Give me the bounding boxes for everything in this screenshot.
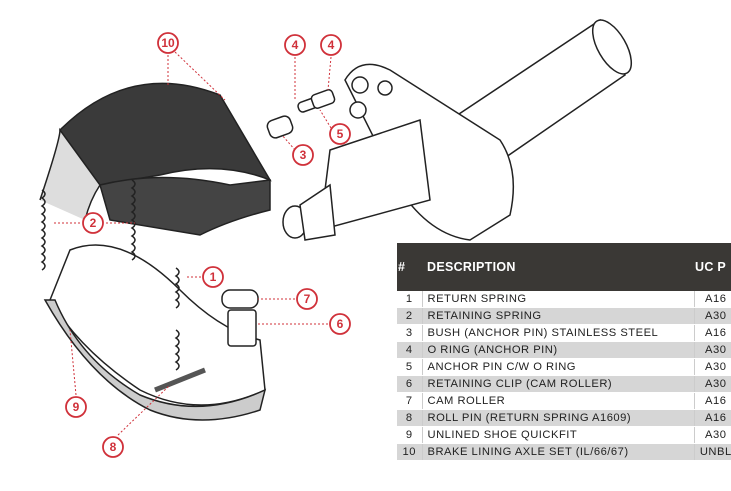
svg-text:10: 10 <box>161 36 175 50</box>
row-number: 1 <box>397 291 422 308</box>
row-part-number: A16 <box>693 409 731 427</box>
leader-lines <box>52 51 332 436</box>
row-number: 5 <box>397 358 422 376</box>
row-number: 7 <box>397 392 422 410</box>
row-part-number: A30 <box>693 307 731 325</box>
svg-text:6: 6 <box>337 317 344 331</box>
row-part-number: A16 <box>693 392 731 410</box>
callout-4b: 4 <box>320 34 342 56</box>
row-description: ROLL PIN (RETURN SPRING A1609) <box>421 409 694 427</box>
row-description: BUSH (ANCHOR PIN) STAINLESS STEEL <box>421 324 694 342</box>
row-description: O RING (ANCHOR PIN) <box>421 341 694 359</box>
svg-text:1: 1 <box>210 270 217 284</box>
svg-text:3: 3 <box>300 148 307 162</box>
header-description: DESCRIPTION <box>422 243 694 291</box>
row-description: UNLINED SHOE QUICKFIT <box>421 426 694 444</box>
row-part-number: A16 <box>693 291 731 308</box>
row-part-number: UNBL <box>693 443 731 461</box>
callout-9: 9 <box>65 396 87 418</box>
callout-1: 1 <box>202 266 224 288</box>
row-part-number: A16 <box>693 324 731 342</box>
svg-text:8: 8 <box>110 440 117 454</box>
row-number: 6 <box>397 375 422 393</box>
row-number: 10 <box>397 443 422 461</box>
svg-text:9: 9 <box>73 400 80 414</box>
svg-text:4: 4 <box>292 38 299 52</box>
callout-4a: 4 <box>284 34 306 56</box>
row-part-number: A30 <box>693 341 731 359</box>
header-part: UC P <box>694 243 731 291</box>
row-number: 8 <box>397 409 422 427</box>
brake-shoe-illustration <box>43 244 267 421</box>
row-part-number: A30 <box>693 426 731 444</box>
row-description: RETAINING CLIP (CAM ROLLER) <box>421 375 694 393</box>
row-description: ANCHOR PIN C/W O RING <box>421 358 694 376</box>
row-number: 3 <box>397 324 422 342</box>
svg-text:4: 4 <box>328 38 335 52</box>
row-number: 2 <box>397 307 422 325</box>
callout-6: 6 <box>329 313 351 335</box>
row-description: BRAKE LINING AXLE SET (IL/66/67) <box>421 443 694 461</box>
header-num: # <box>397 243 422 291</box>
svg-text:5: 5 <box>337 127 344 141</box>
row-number: 9 <box>397 426 422 444</box>
row-description: RETURN SPRING <box>421 291 694 308</box>
callout-7: 7 <box>296 288 318 310</box>
axle-illustration <box>282 18 633 241</box>
svg-text:7: 7 <box>304 292 311 306</box>
callout-3: 3 <box>292 144 314 166</box>
svg-text:2: 2 <box>90 216 97 230</box>
callout-8: 8 <box>102 436 124 458</box>
row-part-number: A30 <box>693 358 731 376</box>
callout-2: 2 <box>82 212 104 234</box>
small-parts-illustration <box>221 89 336 347</box>
row-description: RETAINING SPRING <box>421 307 694 325</box>
springs-illustration <box>40 179 180 371</box>
callout-10: 10 <box>157 32 179 54</box>
callout-5: 5 <box>329 123 351 145</box>
row-part-number: A30 <box>693 375 731 393</box>
row-number: 4 <box>397 341 422 359</box>
row-description: CAM ROLLER <box>421 392 694 410</box>
table-header: # DESCRIPTION UC P <box>397 243 731 291</box>
brake-lining-illustration <box>39 82 272 236</box>
